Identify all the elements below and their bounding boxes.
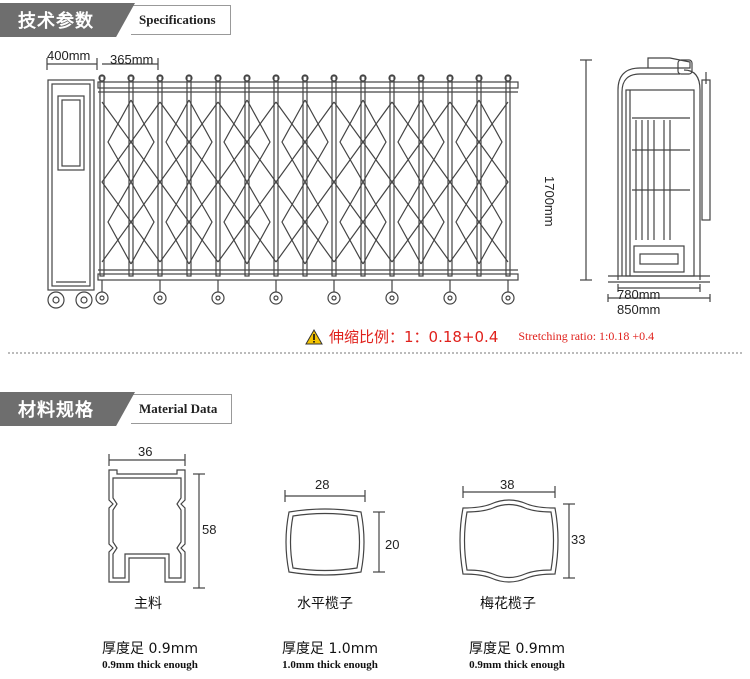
height-label: 1700mm — [542, 176, 557, 227]
material-title-cn: 材料规格 — [0, 392, 135, 426]
stretch-ratio: 伸缩比例：1：0.18+0.4 Stretching ratio: 1:0.18… — [305, 326, 654, 347]
main-profile-name: 主料 — [134, 596, 162, 612]
horizontal-bar-height: 20 — [385, 537, 400, 552]
specs-title-cn: 技术参数 — [0, 3, 135, 37]
horizontal-bar-name: 水平榄子 — [297, 596, 353, 612]
material-header: 材料规格 Material Data — [0, 392, 233, 426]
material-title-en: Material Data — [131, 394, 233, 424]
plum-bar-width: 38 — [500, 477, 515, 492]
gate-front-view — [46, 58, 519, 309]
section-width-label: 365mm — [110, 52, 154, 67]
specs-header: 技术参数 Specifications — [0, 3, 231, 37]
main-profile-height: 58 — [202, 522, 217, 537]
main-profile-drawing — [108, 454, 205, 589]
horizontal-bar-thickness-cn: 厚度足 1.0mm — [282, 641, 378, 657]
inner-width-label: 780mm — [617, 287, 661, 302]
horizontal-bar-thickness-en: 1.0mm thick enough — [282, 659, 378, 671]
post-width-label: 400mm — [47, 48, 91, 63]
main-profile-width: 36 — [138, 444, 153, 459]
outer-width-label: 850mm — [617, 302, 661, 317]
plum-bar-drawing — [459, 486, 575, 583]
plum-bar-height: 33 — [571, 532, 586, 547]
main-profile-thickness-en: 0.9mm thick enough — [102, 659, 198, 671]
ratio-en: Stretching ratio: 1:0.18 +0.4 — [518, 329, 655, 343]
plum-bar-thickness-en: 0.9mm thick enough — [469, 659, 565, 671]
plum-bar-thickness-cn: 厚度足 0.9mm — [469, 641, 565, 657]
warning-icon — [305, 328, 323, 344]
main-profile-thickness-cn: 厚度足 0.9mm — [102, 641, 198, 657]
horizontal-bar-drawing — [284, 490, 385, 576]
ratio-cn: 伸缩比例：1：0.18+0.4 — [329, 328, 499, 346]
horizontal-bar-width: 28 — [315, 477, 330, 492]
section-divider — [8, 352, 742, 354]
specs-title-en: Specifications — [131, 5, 231, 35]
gate-side-view — [580, 57, 711, 302]
plum-bar-name: 梅花榄子 — [480, 596, 536, 612]
